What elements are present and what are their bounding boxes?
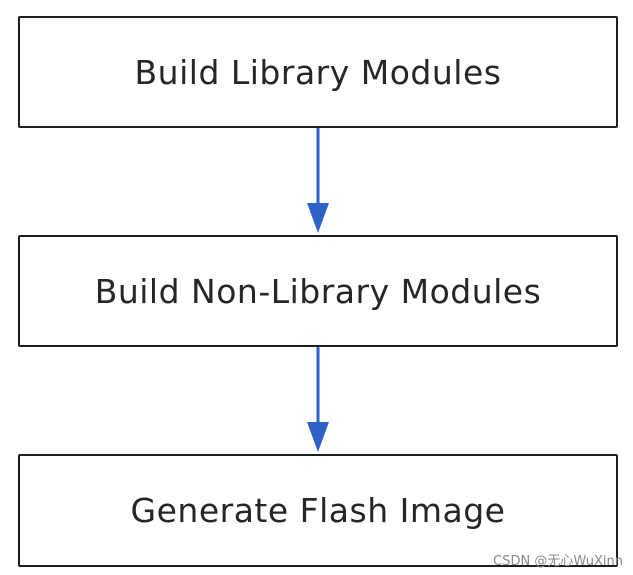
step-label: Generate Flash Image xyxy=(130,491,506,530)
arrow-2-head xyxy=(307,422,329,452)
step-box-build-non-library-modules: Build Non-Library Modules xyxy=(18,235,618,347)
arrow-1 xyxy=(307,128,329,233)
arrow-1-head xyxy=(307,203,329,233)
step-label: Build Library Modules xyxy=(134,52,502,92)
arrow-2 xyxy=(307,347,329,452)
step-box-generate-flash-image: Generate Flash Image xyxy=(18,454,618,567)
watermark: CSDN @无心WuXinn xyxy=(493,554,623,569)
step-box-build-library-modules: Build Library Modules xyxy=(18,16,618,128)
step-label: Build Non-Library Modules xyxy=(94,271,542,311)
